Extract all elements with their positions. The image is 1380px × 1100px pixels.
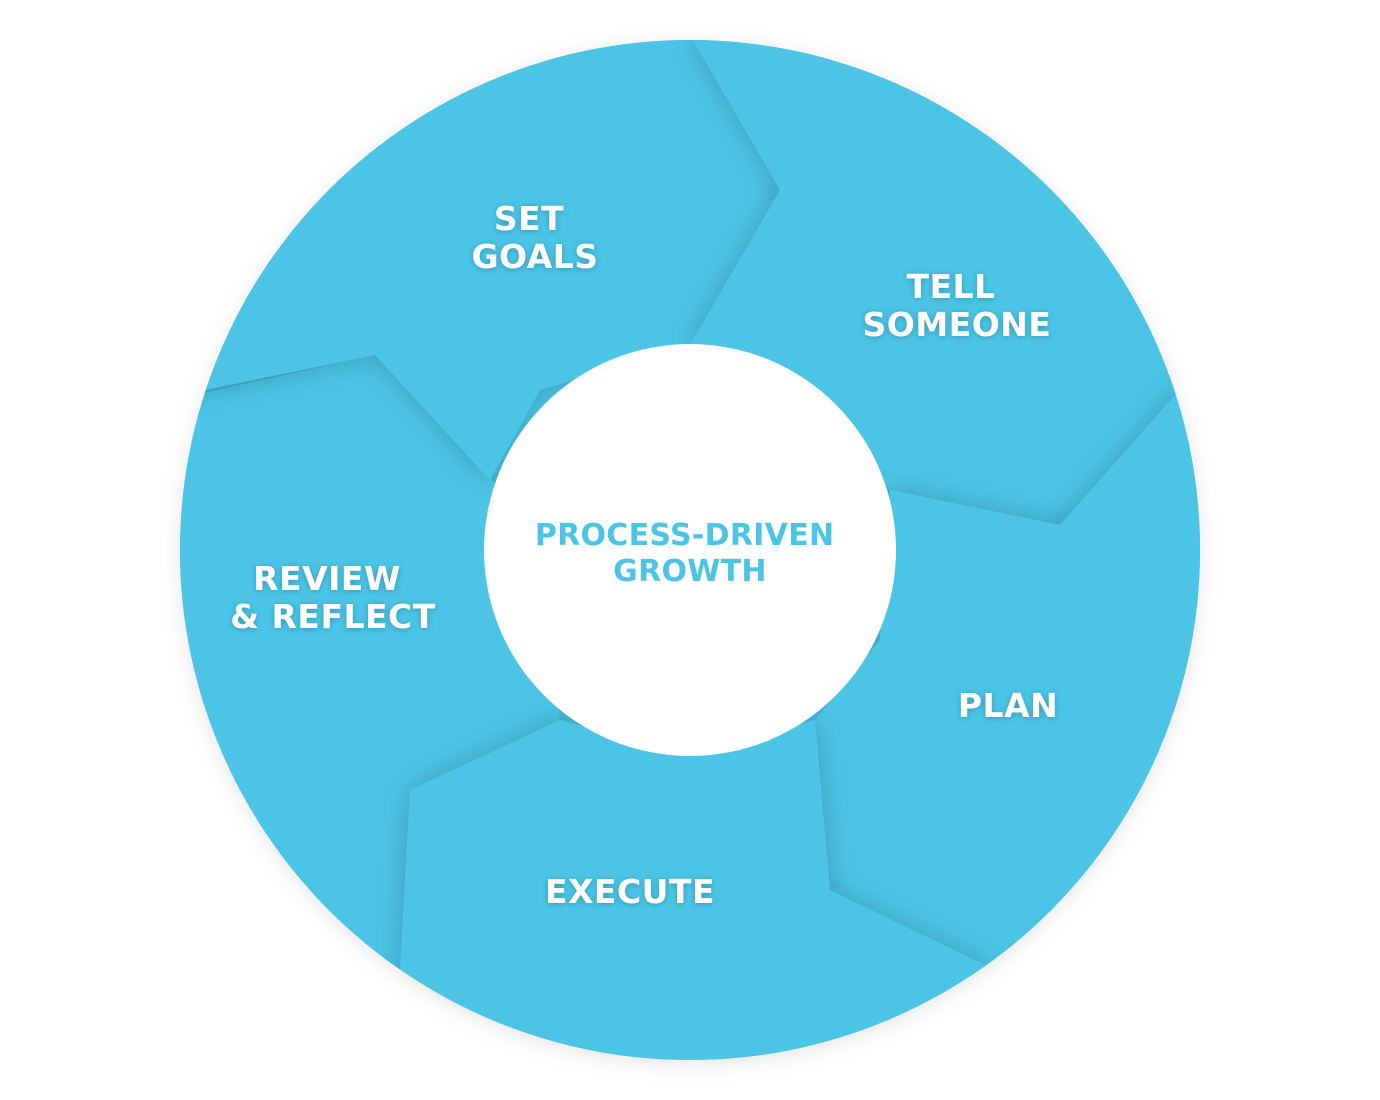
center-label: PROCESS-DRIVEN GROWTH — [535, 518, 845, 589]
step-review-reflect-line2: & REFLECT — [230, 597, 436, 636]
step-label-execute: EXECUTE — [545, 872, 715, 911]
step-label-plan: PLAN — [958, 686, 1058, 725]
step-execute-line1: EXECUTE — [545, 872, 715, 911]
step-set-goals-line2: GOALS — [471, 237, 598, 276]
center-circle — [484, 344, 896, 756]
center-label-line1: PROCESS-DRIVEN — [535, 518, 835, 553]
step-review-reflect-line1: REVIEW — [253, 559, 401, 598]
step-tell-someone-line2: SOMEONE — [863, 305, 1052, 344]
step-label-tell-someone: TELL SOMEONE — [863, 267, 1052, 344]
step-plan-line1: PLAN — [958, 686, 1058, 725]
step-label-set-goals: SET GOALS — [471, 199, 598, 276]
center-label-line2: GROWTH — [613, 554, 767, 589]
step-set-goals-line1: SET — [494, 199, 564, 238]
segment-execute — [390, 720, 990, 1060]
step-tell-someone-line1: TELL — [906, 267, 995, 306]
step-label-review-reflect: REVIEW & REFLECT — [230, 559, 436, 636]
